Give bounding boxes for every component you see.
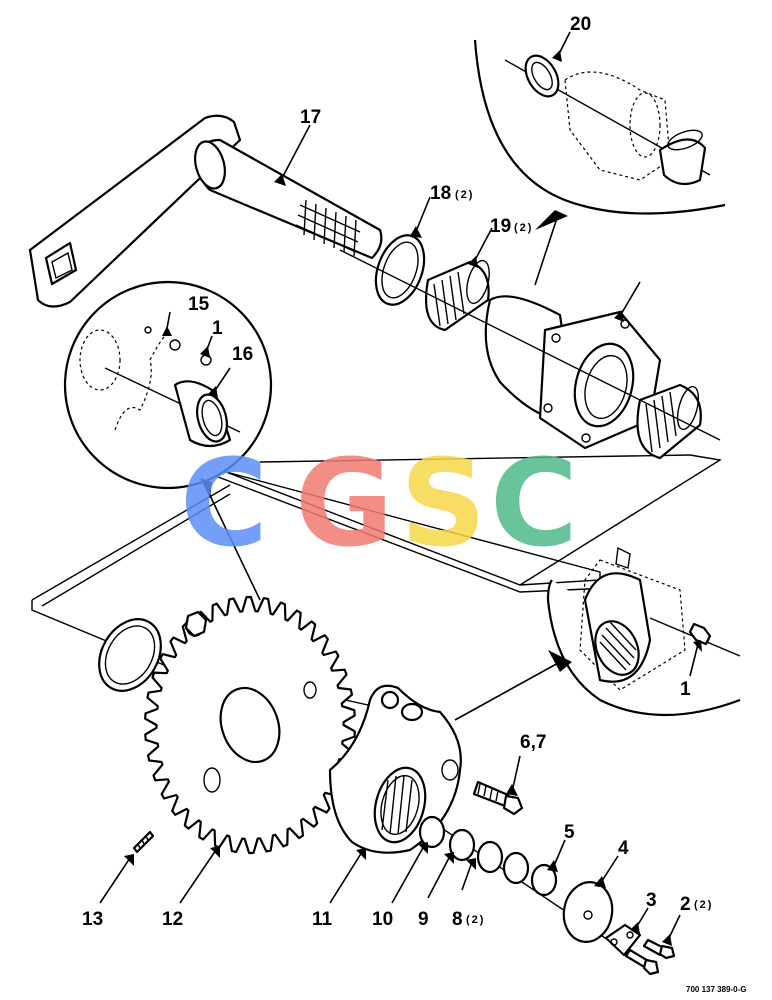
callout-labels: 17 18 (2) 19 (2) 19 20 20 15 1 16 1 6,7 … [82,14,713,930]
callout-15: 16 [232,344,253,365]
bearing-cone-18 [424,259,490,332]
callout-17: 18 [430,183,451,204]
bolts-2 [624,938,676,976]
spline-teeth [295,199,361,257]
callout-11: 11 [312,909,333,930]
callout-1-inset: 1 [212,318,223,339]
callout-14: 15 [188,294,210,315]
callout-8-qty: (2) [466,914,485,926]
callout-16: 17 [300,107,321,128]
watermark-letter-s: S [400,435,486,574]
sprocket-12 [144,595,356,855]
washer-plate-4 [562,881,614,943]
callout-5: 5 [564,822,575,843]
callout-8: 8 [452,909,463,930]
callout-18: 19 [490,216,511,237]
callout-leaders [99,31,702,946]
hub-20 [484,295,662,450]
watermark-letter-g: G [295,435,394,574]
callout-13: 13 [82,909,103,930]
callout-18-qty: (2) [514,222,533,234]
callout-17-qty: (2) [455,189,474,201]
pin-13 [132,830,155,854]
detail-circle-left [63,280,273,601]
detail-circle-bottom-right [454,546,741,721]
callout-2: 2 [680,894,691,915]
callout-9: 9 [418,909,429,930]
watermark-letter-c2: C [490,435,578,574]
detail-circle-top-right [473,39,726,286]
assembly-frame [31,454,722,681]
watermark-letter-c1: C [180,435,268,574]
callout-4: 4 [618,838,629,859]
callout-3: 3 [646,890,657,911]
arm-shaft-assembly [28,114,383,308]
watermark-cgsc: C G S C [180,435,578,574]
housing-11 [328,684,462,854]
bolt-6-7 [472,780,524,816]
callout-1-detail: 1 [680,679,691,700]
callout-2-qty: (2) [694,899,713,911]
callout-19-num: 20 [570,14,591,35]
drawing-reference: 700 137 389-0-G [686,985,747,994]
shim-stack [418,815,558,897]
callout-10: 10 [372,909,393,930]
seal-ring-lower [98,618,162,692]
bearing-cone-right [636,383,702,460]
lock-plate-3 [604,923,642,957]
callout-12: 12 [162,909,183,930]
callout-6-7: 6,7 [520,732,546,753]
